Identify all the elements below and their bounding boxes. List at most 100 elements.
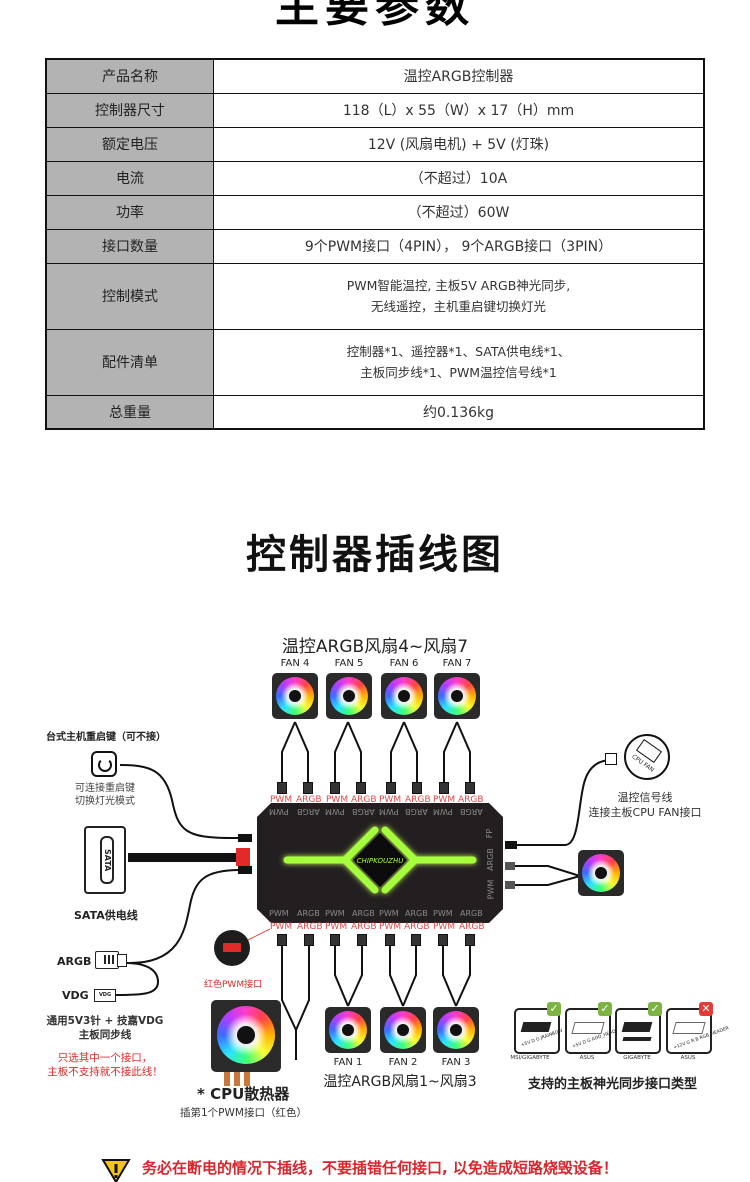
controller-logo: CHIPKOUZHU <box>357 857 404 865</box>
wire <box>505 759 613 846</box>
cross-icon: ✕ <box>699 1002 713 1016</box>
argb-fan-2 <box>380 1007 426 1053</box>
sync-desc-line: 通用5V3针 + 技嘉VDG <box>46 1015 164 1027</box>
controller-print-fp: FP <box>485 828 495 839</box>
spec-value: 12V (风扇电机) + 5V (灯珠) <box>213 126 705 162</box>
pwm-connector <box>330 934 340 946</box>
spec-value-line: 主板同步线*1、PWM温控信号线*1 <box>360 365 557 380</box>
cpu-cooler-fan <box>211 1000 281 1072</box>
argb-connector <box>465 934 475 946</box>
port-label-argb: ARGB <box>351 922 377 932</box>
wire <box>347 940 363 1007</box>
controller-glow-lines: CHIPKOUZHU <box>257 803 503 923</box>
spec-key: 配件清单 <box>45 328 214 396</box>
controller-print: ARGB <box>460 807 483 816</box>
controller-print: ARGB <box>297 807 320 816</box>
wire <box>347 721 362 783</box>
cpu-fan-signal-plug <box>605 753 617 765</box>
header-brand: ASUS <box>579 1055 595 1061</box>
table-row: 总重量约0.136kg <box>45 394 705 430</box>
wire <box>119 764 245 839</box>
controller-print: ARGB <box>352 909 375 918</box>
wire <box>334 721 349 783</box>
header-type-asus-12v: +12V G R B RGB_HEADER <box>666 1008 730 1054</box>
sync-warning-line: 只选其中一个接口， <box>57 1052 153 1064</box>
controller-print: ARGB <box>352 807 375 816</box>
argb-connector <box>411 934 421 946</box>
controller-print: ARGB <box>405 909 428 918</box>
controller-print: ARGB <box>405 807 428 816</box>
header-brand: MSI/GIGABYTE <box>510 1055 550 1061</box>
fan-label: FAN 5 <box>334 658 364 669</box>
controller-print-pwm: PWM <box>486 879 496 900</box>
argb-connector <box>412 782 422 794</box>
controller-print: PWM <box>433 909 453 918</box>
pwm-connector <box>277 934 287 946</box>
port-label-argb: ARGB <box>458 795 484 805</box>
cpu-fan-desc-line: 连接主板CPU FAN接口 <box>588 806 702 819</box>
sata-plug <box>236 848 250 866</box>
spec-value-line: 无线遥控，主机重启键切换灯光 <box>370 299 546 314</box>
spec-value: 约0.136kg <box>213 394 705 430</box>
controller-print: PWM <box>325 807 345 816</box>
wire <box>456 721 471 783</box>
check-icon: ✓ <box>598 1002 612 1016</box>
pwm-connector <box>438 934 448 946</box>
wire <box>402 940 417 1007</box>
table-row: 配件清单控制器*1、遥控器*1、SATA供电线*1、主板同步线*1、PWM温控信… <box>45 328 705 396</box>
wire <box>442 940 457 1007</box>
restart-button-desc: 可连接重启键 切换灯光模式 <box>55 782 155 808</box>
wire <box>334 940 349 1007</box>
wire <box>389 940 404 1007</box>
spec-key: 控制模式 <box>45 262 214 330</box>
controller-print: PWM <box>269 909 289 918</box>
fan-label: FAN 6 <box>389 658 419 669</box>
spec-key: 产品名称 <box>45 58 214 94</box>
red-pwm-port-icon <box>214 930 250 966</box>
sata-connector-icon: SATA <box>84 826 126 894</box>
spec-value-line: PWM智能温控, 主板5V ARGB神光同步, <box>346 278 571 293</box>
wire <box>390 721 405 783</box>
pwm-connector <box>386 782 396 794</box>
wire <box>443 721 458 783</box>
sata-cable <box>128 853 236 862</box>
sata-connector-text: SATA <box>103 848 112 872</box>
fan-label: FAN 1 <box>333 1057 363 1068</box>
restart-desc-line: 可连接重启键 <box>75 783 135 794</box>
heatpipe <box>234 1072 240 1086</box>
heatpipe <box>244 1072 250 1086</box>
argb-fan-right <box>578 850 624 896</box>
sync-cable-warning: 只选其中一个接口， 主板不支持就不接此线！ <box>35 1051 175 1079</box>
spec-key: 额定电压 <box>45 126 214 162</box>
spec-value: 温控ARGB控制器 <box>213 58 705 94</box>
argb-fan-1 <box>325 1007 371 1053</box>
wiring-diagram-title: 控制器插线图 <box>246 532 504 578</box>
sata-label: SATA供电线 <box>74 909 138 922</box>
spec-key: 总重量 <box>45 394 214 430</box>
spec-value: 控制器*1、遥控器*1、SATA供电线*1、主板同步线*1、PWM温控信号线*1 <box>213 328 705 396</box>
table-row: 电流（不超过）10A <box>45 160 705 196</box>
check-icon: ✓ <box>547 1002 561 1016</box>
wire <box>403 721 418 783</box>
wire <box>455 940 471 1007</box>
port-label-pwm: PWM <box>433 922 456 932</box>
port-label-pwm: PWM <box>433 795 456 805</box>
port-label-pwm: PWM <box>270 922 293 932</box>
spec-value-line: 控制器*1、遥控器*1、SATA供电线*1、 <box>346 344 571 359</box>
wire <box>515 875 581 886</box>
cpu-cooler-desc: 插第1个PWM接口（红色） <box>180 1107 307 1119</box>
cpu-fan-desc-line: 温控信号线 <box>617 791 673 804</box>
port-label-pwm: PWM <box>379 922 402 932</box>
argb-fan-5 <box>326 673 372 719</box>
controller-print: PWM <box>269 807 289 816</box>
restart-button-icon <box>91 751 117 777</box>
check-icon: ✓ <box>648 1002 662 1016</box>
port-label-argb: ARGB <box>405 795 431 805</box>
argb-controller: CHIPKOUZHU PWM ARGB PWM ARGB PWM ARGB PW… <box>257 803 503 923</box>
controller-print: PWM <box>379 909 399 918</box>
red-pwm-label: 红色PWM接口 <box>204 980 263 990</box>
warning-icon <box>101 1159 131 1182</box>
